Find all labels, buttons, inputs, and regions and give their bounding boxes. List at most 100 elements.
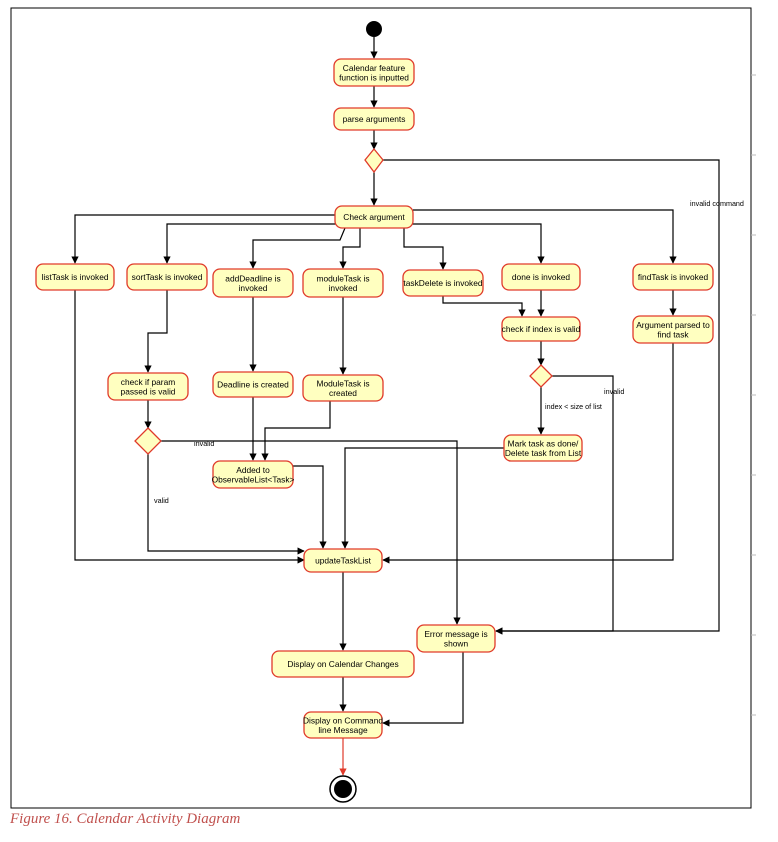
node-label: created (329, 388, 357, 398)
node-box (302, 374, 384, 402)
node-box (334, 205, 414, 229)
edge-check-to-adddeadline (249, 227, 346, 269)
node-box (271, 650, 415, 678)
edge-sorttask-to-checkparam (144, 290, 168, 373)
node-label: line Message (318, 725, 368, 735)
node-label: ObservableList<Task> (212, 474, 295, 484)
edge-check-to-findtask (413, 209, 677, 264)
frame-edge-ticks (751, 74, 756, 716)
edge-added-to-update (293, 465, 327, 549)
node-update-task-list: updateTaskList (303, 548, 383, 573)
node-deadline-created: Deadline is created (212, 371, 294, 398)
node-box (632, 263, 714, 291)
node-box (126, 263, 208, 291)
node-box (35, 263, 115, 291)
node-box (333, 107, 415, 131)
node-check-argument: Check argument (334, 205, 414, 229)
node-label: Check argument (343, 212, 405, 222)
edge-listtask-to-update (74, 290, 305, 564)
command-decision (364, 147, 384, 174)
node-box (402, 269, 484, 297)
node-label: Display on Calendar Changes (287, 659, 398, 669)
node-box (302, 268, 384, 298)
node-label: taskDelete is invoked (403, 278, 482, 288)
edge-invalid-to-error (161, 440, 461, 625)
node-label: Error message is (424, 629, 487, 639)
label-valid-param: valid (154, 496, 169, 505)
node-parse-arguments: parse arguments (333, 107, 415, 131)
label-invalid-param: invalid (194, 439, 214, 448)
node-label: Mark task as done/ (508, 438, 579, 448)
node-label: invoked (329, 283, 358, 293)
node-box (416, 624, 496, 653)
diagram-frame (10, 7, 752, 809)
figure-caption: Figure 16. Calendar Activity Diagram (10, 811, 241, 827)
node-label: Calendar feature (343, 63, 406, 73)
label-invalid-index: invalid (604, 387, 624, 396)
node-label: ModuleTask is (316, 378, 369, 388)
edge-check-to-taskdelete (403, 228, 447, 270)
node-box (107, 372, 189, 401)
node-label: moduleTask is (316, 273, 369, 283)
node-label: find task (657, 329, 689, 339)
node-label: updateTaskList (315, 556, 372, 566)
edge-error-to-command (382, 652, 464, 727)
node-box (212, 371, 294, 398)
node-box (303, 711, 383, 739)
node-done-invoked: done is invoked (501, 263, 581, 291)
node-display-calendar: Display on Calendar Changes (271, 650, 415, 678)
index-decision (529, 364, 553, 388)
label-invalid-command: invalid command (690, 199, 744, 208)
node-label: Display on Command (303, 715, 383, 725)
node-label: sortTask is invoked (132, 272, 203, 282)
node-label: Deadline is created (217, 380, 289, 390)
node-box (501, 316, 581, 342)
node-label: passed is valid (121, 386, 176, 396)
edge-taskdelete-to-checkindex (442, 296, 526, 317)
node-label: check if index is valid (502, 324, 581, 334)
node-label: findTask is invoked (638, 272, 709, 282)
node-box (212, 268, 294, 298)
node-label: listTask is invoked (41, 272, 108, 282)
edge-check-to-moduletask (339, 228, 361, 269)
edge-invalid-index-to-error (495, 375, 614, 635)
final-node (329, 775, 357, 803)
node-list-task: listTask is invoked (35, 263, 115, 291)
edge-check-to-listtask (71, 214, 335, 264)
node-box (333, 58, 415, 87)
node-label: parse arguments (343, 114, 406, 124)
param-decision (134, 427, 162, 455)
node-box (212, 460, 294, 489)
initial-node (366, 21, 382, 37)
node-label: invoked (239, 283, 268, 293)
node-find-task: findTask is invoked (632, 263, 714, 291)
node-label: Added to (236, 465, 270, 475)
node-label: done is invoked (512, 272, 571, 282)
node-box (303, 548, 383, 573)
node-label: function is inputted (339, 72, 409, 82)
node-label: check if param (121, 377, 175, 387)
node-sort-task: sortTask is invoked (126, 263, 208, 291)
edge-valid-to-update (147, 453, 305, 555)
node-label: Delete task from List (505, 448, 582, 458)
edge-mark-to-update (341, 447, 504, 549)
edge-check-to-sorttask (163, 223, 340, 264)
edge-check-to-done (408, 223, 545, 264)
node-task-delete: taskDelete is invoked (402, 269, 484, 297)
node-check-index: check if index is valid (501, 316, 581, 342)
edges (71, 37, 720, 727)
edge-argparsed-to-update (382, 343, 674, 564)
node-label: addDeadline is (225, 273, 280, 283)
node-box (503, 434, 583, 462)
node-box (632, 315, 714, 344)
